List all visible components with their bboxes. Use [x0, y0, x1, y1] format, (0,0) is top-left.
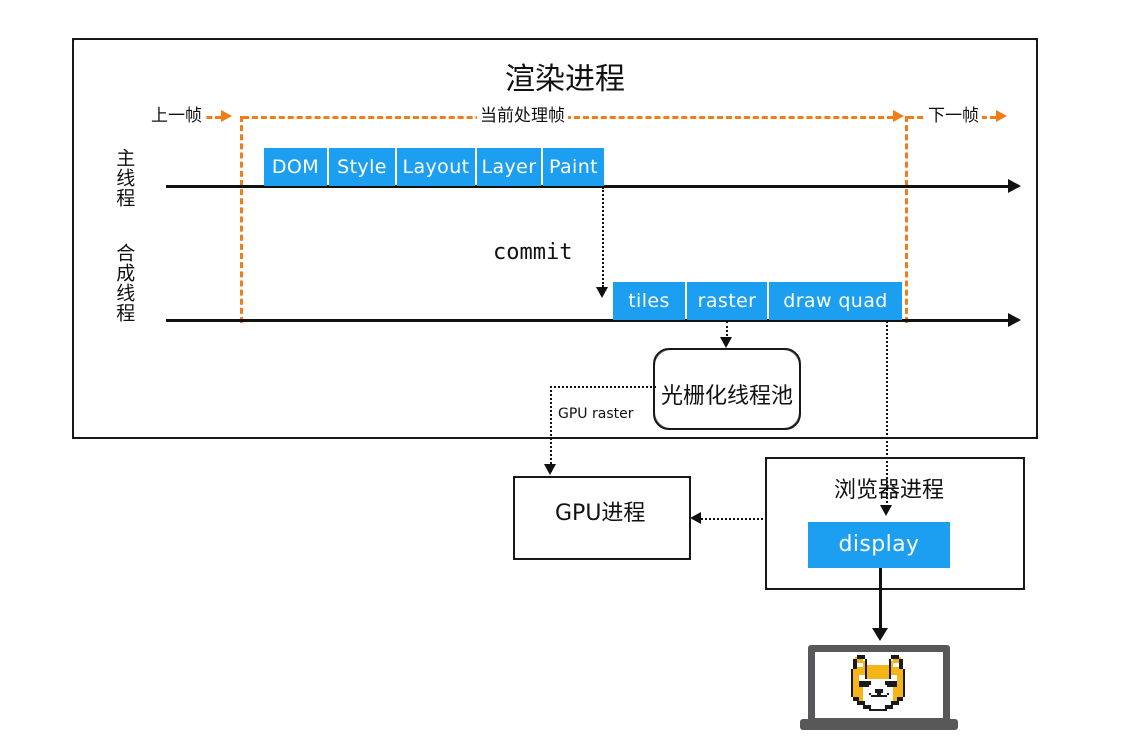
gpu-process-label: GPU进程	[555, 501, 646, 526]
main-thread-timeline-arrow	[1008, 179, 1021, 193]
browser-process-label: 浏览器进程	[834, 478, 945, 503]
previous-frame-arrow-head	[221, 110, 232, 122]
doge-icon	[851, 655, 905, 711]
frame-boundary-right	[905, 116, 908, 323]
task-draw-quad[interactable]: draw quad	[769, 282, 902, 320]
compositor-thread-timeline-arrow	[1008, 313, 1021, 327]
compositor-thread-timeline	[166, 319, 1009, 322]
raster-connector-line	[726, 321, 728, 344]
gpu-raster-line-horizontal	[550, 386, 656, 388]
current-frame-label: 当前处理帧	[477, 101, 568, 126]
raster-thread-pool-box	[653, 348, 801, 430]
next-frame-label: 下一帧	[925, 101, 982, 126]
task-paint[interactable]: Paint	[543, 148, 604, 186]
current-frame-arrow-line	[243, 116, 893, 119]
task-style[interactable]: Style	[329, 148, 395, 186]
previous-frame-label: 上一帧	[148, 101, 205, 126]
display-box[interactable]: display	[808, 522, 950, 568]
current-frame-arrow-head	[893, 110, 904, 122]
draw-quad-to-display-arrow	[880, 505, 892, 516]
task-raster[interactable]: raster	[687, 282, 767, 320]
compositor-thread-label: 合成线程	[113, 243, 136, 323]
gpu-raster-label: GPU raster	[556, 406, 636, 422]
gpu-raster-arrow	[544, 464, 556, 475]
frame-boundary-left	[240, 116, 243, 323]
main-thread-timeline	[166, 185, 1009, 188]
display-to-device-arrow	[872, 628, 888, 641]
draw-quad-to-display-line	[886, 321, 888, 511]
raster-connector-arrow	[720, 337, 732, 348]
laptop-base	[800, 719, 958, 730]
gpu-raster-line-vertical	[550, 386, 552, 472]
display-to-device-line	[879, 568, 882, 636]
raster-thread-pool-label: 光栅化线程池	[661, 384, 794, 409]
browser-to-gpu-arrow	[690, 512, 701, 524]
task-layer[interactable]: Layer	[477, 148, 541, 186]
renderer-process-container	[72, 38, 1038, 439]
commit-label: commit	[493, 240, 573, 265]
task-tiles[interactable]: tiles	[613, 282, 685, 320]
next-frame-arrow-head	[996, 110, 1007, 122]
commit-connector-arrow	[596, 287, 608, 298]
page-title: 渲染进程	[505, 62, 625, 97]
task-layout[interactable]: Layout	[397, 148, 475, 186]
commit-connector-line	[602, 187, 604, 287]
main-thread-label: 主线程	[113, 148, 136, 208]
task-dom[interactable]: DOM	[264, 148, 327, 186]
browser-to-gpu-line	[701, 518, 763, 520]
browser-process-box	[765, 457, 1025, 590]
